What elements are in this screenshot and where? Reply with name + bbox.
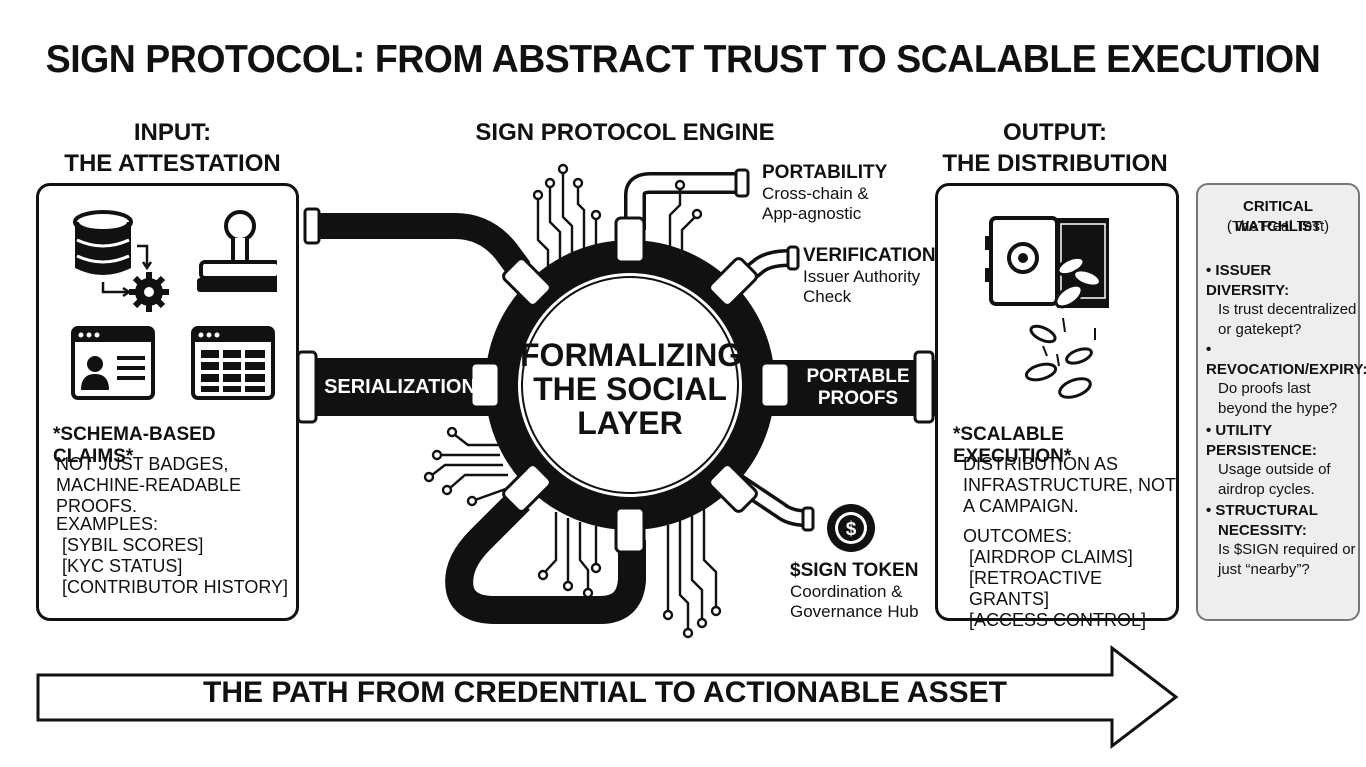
watch-item-issuer: • ISSUER DIVERSITY: Is trust decentraliz… bbox=[1206, 261, 1358, 339]
vault-coins-icon bbox=[985, 216, 1109, 399]
token-title: $SIGN TOKEN bbox=[790, 560, 919, 581]
output-panel: *SCALABLE EXECUTION* DISTRIBUTION AS INF… bbox=[935, 183, 1179, 630]
loop-pipe bbox=[445, 490, 646, 624]
watch-item-body-2: just “nearby”? bbox=[1218, 560, 1310, 578]
core-line-2: THE SOCIAL bbox=[533, 371, 727, 407]
watch-item-body-2: or gatekept? bbox=[1218, 320, 1302, 338]
path-arrow bbox=[36, 644, 1179, 750]
watch-item-head: • REVOCATION/EXPIRY: bbox=[1206, 341, 1366, 378]
token-pipe bbox=[730, 472, 815, 532]
portability-pipe bbox=[624, 168, 750, 230]
input-claim-title: *SCHEMA-BASED CLAIMS* bbox=[53, 424, 216, 467]
path-arrow-label: THE PATH FROM CREDENTIAL TO ACTIONABLE A… bbox=[203, 676, 1007, 709]
engine-core bbox=[485, 240, 775, 530]
input-desc-line-1: NOT JUST BADGES, bbox=[56, 454, 229, 474]
verification-line-2: Check bbox=[803, 287, 852, 306]
portability-title: PORTABILITY bbox=[762, 162, 888, 183]
verification-title: VERIFICATION bbox=[803, 245, 936, 266]
watchlist-title: CRITICAL WATCHLIST bbox=[1234, 198, 1322, 235]
page-title: SIGN PROTOCOL: FROM ABSTRACT TRUST TO SC… bbox=[45, 38, 1321, 81]
output-description: DISTRIBUTION AS INFRASTRUCTURE, NOT A CA… bbox=[963, 454, 1176, 517]
token-feature: $SIGN TOKEN Coordination & Governance Hu… bbox=[790, 560, 919, 622]
input-pipe bbox=[303, 207, 531, 278]
table-window-icon bbox=[191, 326, 275, 400]
output-claim-title: *SCALABLE EXECUTION* bbox=[953, 424, 1072, 467]
watch-item-body-1: Usage outside of bbox=[1218, 461, 1331, 478]
input-heading-line-1: INPUT: bbox=[133, 119, 212, 146]
watch-item-body-2: airdrop cycles. bbox=[1218, 480, 1315, 498]
outcome-item: [RETROACTIVE GRANTS] bbox=[969, 568, 1103, 609]
portable-proofs-pipe bbox=[770, 350, 935, 424]
watch-item-necessity: • STRUCTURAL NECESSITY: Is $SIGN require… bbox=[1206, 501, 1356, 579]
portability-feature: PORTABILITY Cross-chain & App-agnostic bbox=[762, 162, 887, 224]
watch-item-body-1: Do proofs last bbox=[1218, 380, 1311, 397]
watch-item-utility: • UTILITY PERSISTENCE: Usage outside of … bbox=[1206, 421, 1358, 499]
output-heading-line-1: OUTPUT: bbox=[1003, 119, 1107, 146]
outcome-item: [ACCESS CONTROL] bbox=[969, 610, 1147, 630]
examples-title: EXAMPLES: bbox=[56, 514, 159, 534]
portable-proofs-line-2: PROOFS bbox=[817, 388, 899, 409]
verification-feature: VERIFICATION Issuer Authority Check bbox=[803, 245, 936, 307]
verification-pipe bbox=[729, 245, 800, 293]
verification-line-1: Issuer Authority bbox=[803, 267, 921, 286]
input-examples: EXAMPLES: [SYBIL SCORES] [KYC STATUS] [C… bbox=[56, 514, 288, 598]
portable-proofs-line-1: PORTABLE bbox=[806, 366, 910, 387]
svg-text:$: $ bbox=[846, 519, 857, 540]
watch-item-head-2: NECESSITY: bbox=[1218, 521, 1307, 539]
input-desc-line-2: MACHINE-READABLE PROOFS. bbox=[56, 475, 242, 516]
portability-line-1: Cross-chain & bbox=[762, 184, 869, 203]
outcomes-title: OUTCOMES: bbox=[963, 526, 1073, 546]
output-outcomes: OUTCOMES: [AIRDROP CLAIMS] [RETROACTIVE … bbox=[963, 526, 1176, 631]
watch-item-body-2: beyond the hype? bbox=[1218, 399, 1338, 417]
stamp-icon bbox=[197, 210, 277, 292]
serialization-pipe bbox=[296, 350, 495, 424]
watch-item-revocation: • REVOCATION/EXPIRY: Do proofs last beyo… bbox=[1206, 340, 1366, 418]
dollar-coin-icon: $ bbox=[827, 504, 875, 552]
engine-heading: SIGN PROTOCOL ENGINE bbox=[475, 119, 775, 146]
engine-core-text: FORMALIZING THE SOCIAL LAYER bbox=[520, 337, 743, 441]
token-line-2: Governance Hub bbox=[790, 602, 919, 621]
core-line-3: LAYER bbox=[577, 405, 683, 441]
input-panel: *SCHEMA-BASED CLAIMS* NOT JUST BADGES, M… bbox=[36, 183, 299, 621]
portability-line-2: App-agnostic bbox=[762, 204, 862, 223]
output-desc-line-1: DISTRIBUTION AS bbox=[963, 454, 1119, 474]
output-desc-line-3: A CAMPAIGN. bbox=[963, 496, 1079, 516]
example-item: [KYC STATUS] bbox=[62, 556, 183, 576]
token-line-1: Coordination & bbox=[790, 582, 903, 601]
watch-item-body-1: Is trust decentralized bbox=[1218, 301, 1357, 318]
input-description: NOT JUST BADGES, MACHINE-READABLE PROOFS… bbox=[56, 454, 296, 517]
portable-proofs-label: PORTABLE PROOFS bbox=[793, 366, 923, 410]
example-item: [SYBIL SCORES] bbox=[62, 535, 204, 555]
input-icons bbox=[71, 210, 277, 400]
watchlist-panel: CRITICAL WATCHLIST (The Real Test) • ISS… bbox=[1196, 183, 1366, 621]
database-gear-icon bbox=[73, 210, 169, 312]
id-card-window-icon bbox=[71, 326, 155, 400]
watch-item-head: • UTILITY PERSISTENCE: bbox=[1206, 422, 1317, 459]
outcome-item: [AIRDROP CLAIMS] bbox=[969, 547, 1133, 567]
serialization-label: SERIALIZATION bbox=[324, 376, 476, 398]
watch-item-head-1: • STRUCTURAL bbox=[1206, 502, 1318, 519]
example-item: [CONTRIBUTOR HISTORY] bbox=[62, 577, 289, 597]
watchlist-subtitle: (The Real Test) bbox=[1226, 218, 1330, 235]
core-line-1: FORMALIZING bbox=[520, 337, 743, 373]
watch-item-head: • ISSUER DIVERSITY: bbox=[1206, 262, 1290, 299]
watch-item-body-1: Is $SIGN required or bbox=[1218, 541, 1356, 558]
output-desc-line-2: INFRASTRUCTURE, NOT bbox=[963, 475, 1176, 495]
